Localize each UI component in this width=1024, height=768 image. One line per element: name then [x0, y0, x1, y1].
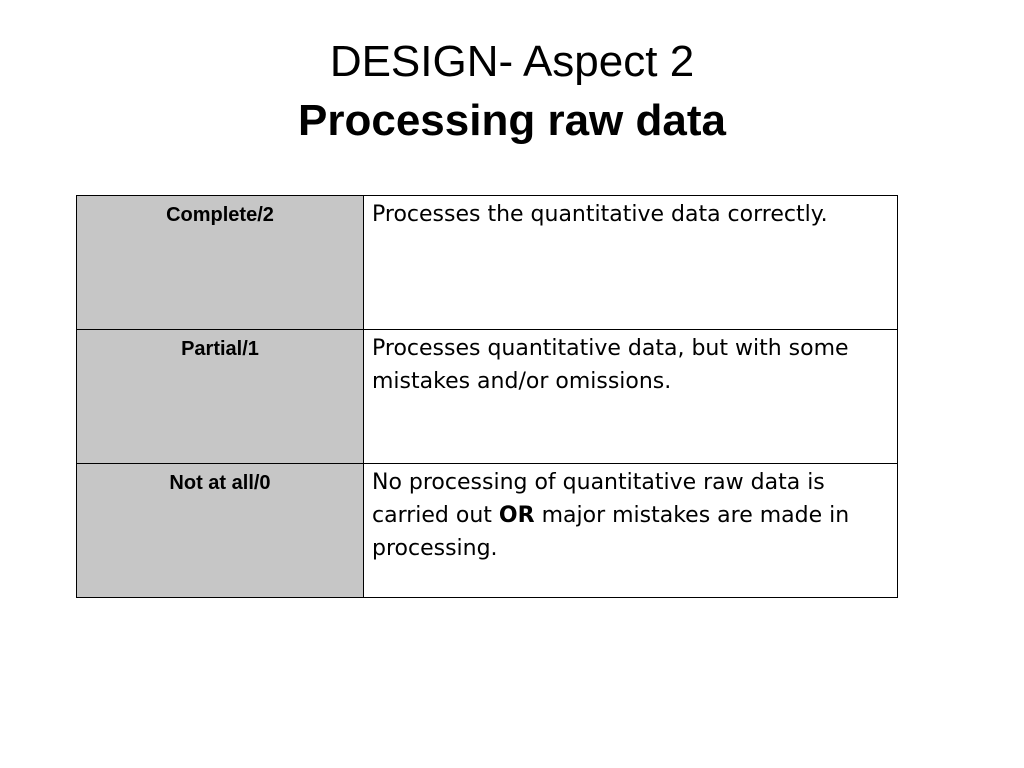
description-text-after: major mistakes are made in processing. [372, 503, 850, 561]
title-line-1: DESIGN- Aspect 2 [329, 37, 695, 86]
level-cell-complete: Complete/2 [76, 195, 364, 330]
rubric-row-partial: Partial/1 Processes quantitative data, b… [76, 329, 898, 464]
slide-title: DESIGN- Aspect 2 Processing raw data [0, 34, 1024, 148]
rubric-row-not-at-all: Not at all/0 No processing of quantitati… [76, 463, 898, 598]
level-cell-not-at-all: Not at all/0 [76, 463, 364, 598]
description-cell-not-at-all: No processing of quantitative raw data i… [363, 463, 898, 598]
description-cell-partial: Processes quantitative data, but with so… [363, 329, 898, 464]
title-line-2: Processing raw data [298, 96, 726, 145]
description-emphasis: OR [498, 503, 535, 528]
rubric-table: Complete/2 Processes the quantitative da… [76, 195, 898, 598]
description-text-before: No processing of quantitative raw data i… [372, 470, 825, 528]
rubric-row-complete: Complete/2 Processes the quantitative da… [76, 195, 898, 330]
description-cell-complete: Processes the quantitative data correctl… [363, 195, 898, 330]
level-cell-partial: Partial/1 [76, 329, 364, 464]
